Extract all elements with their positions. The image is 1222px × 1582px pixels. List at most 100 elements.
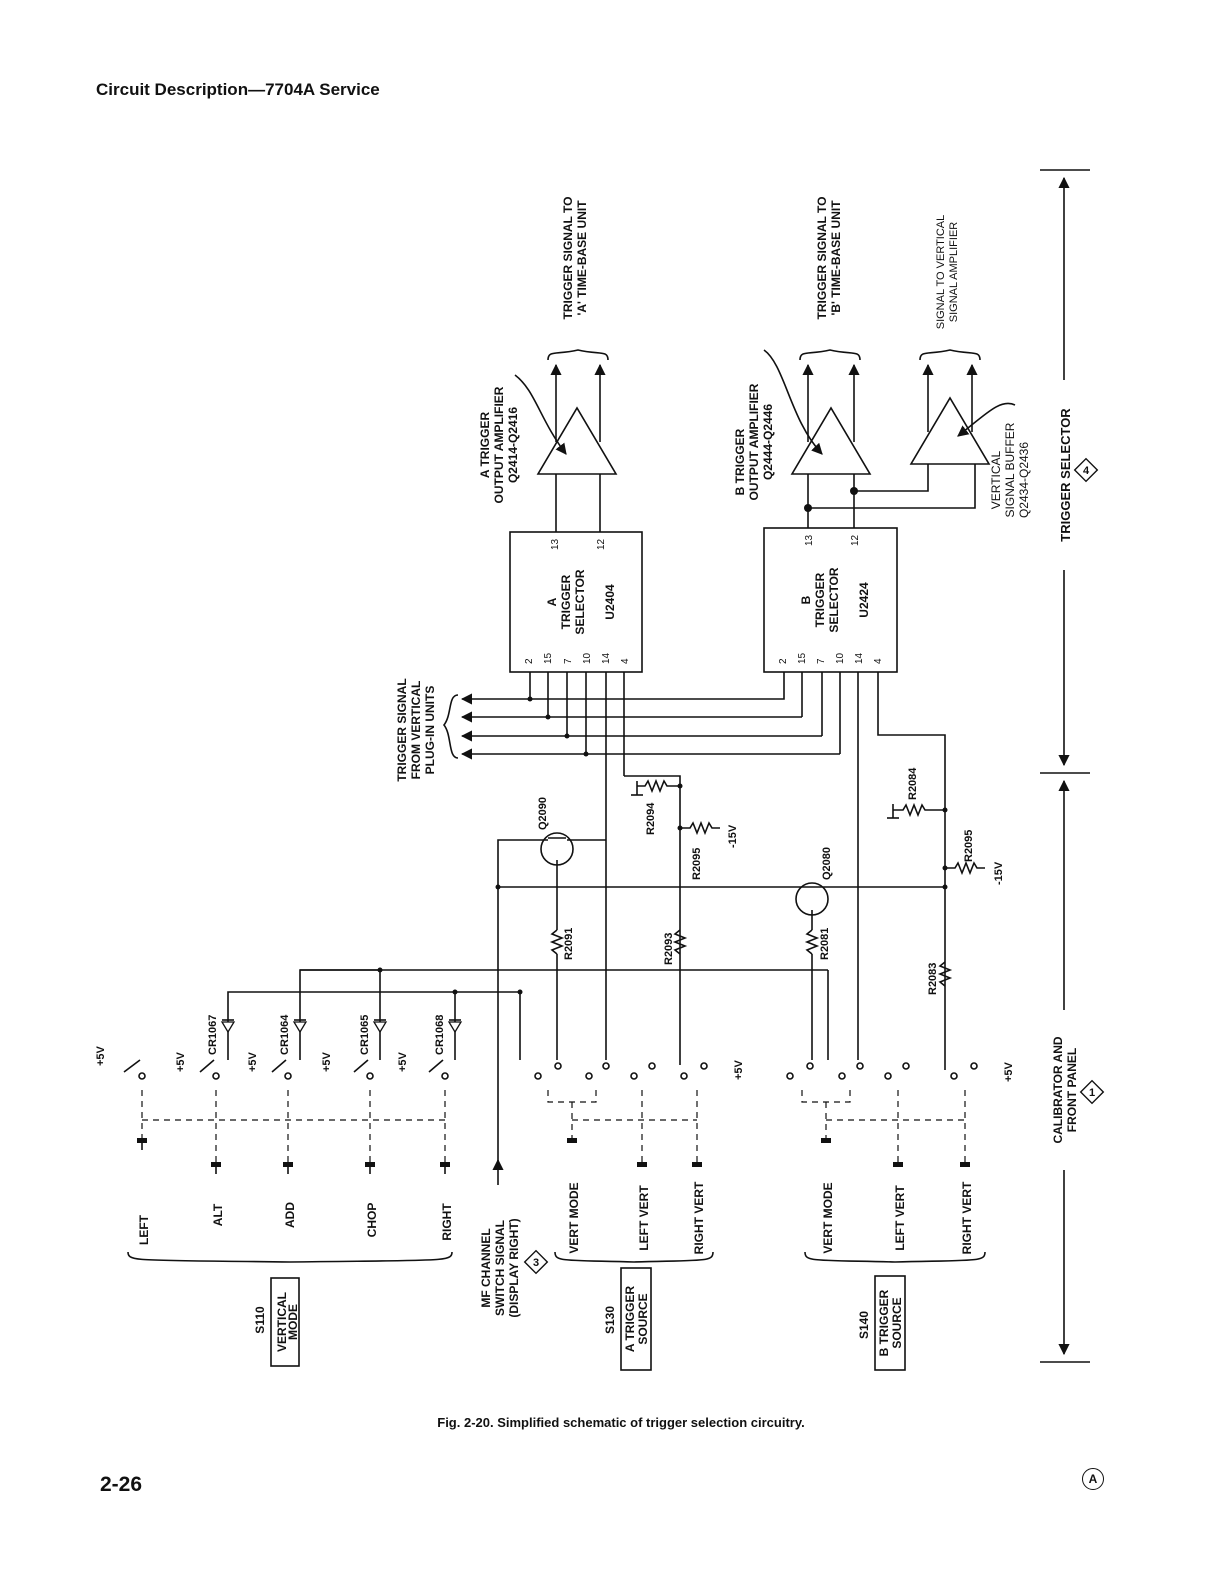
b-selector-line-1: B — [799, 595, 813, 604]
r2095b-label: R2095 — [963, 830, 975, 862]
v-out-label-1: SIGNAL TO VERTICAL — [935, 215, 947, 330]
b-output-brace — [799, 349, 861, 361]
svg-text:1: 1 — [1089, 1087, 1095, 1099]
a-out-label-1: TRIGGER SIGNAL TO — [561, 197, 575, 320]
s130-brace — [554, 1251, 714, 1263]
s110-right: RIGHT — [440, 1203, 454, 1241]
p5v-label-5: +5V — [397, 1051, 409, 1072]
cr1065-label: CR1065 — [359, 1015, 371, 1055]
v-buf-label-2: SIGNAL BUFFER — [1003, 422, 1017, 517]
svg-text:3: 3 — [533, 1257, 539, 1269]
a-trigger-selector-block — [509, 531, 643, 673]
section-1-marker: 1 — [1079, 1079, 1105, 1105]
a-pin-7: 7 — [563, 658, 574, 664]
section-4-marker: 4 — [1073, 457, 1099, 483]
b-trigger-selector-block — [763, 527, 898, 673]
b-amp-label-3: Q2444-Q2446 — [761, 404, 775, 480]
r2095a-label: R2095 — [691, 848, 703, 880]
s110-name-2: MODE — [286, 1304, 300, 1340]
v-out-label-2: SIGNAL AMPLIFIER — [948, 222, 960, 323]
s110-id: S110 — [253, 1306, 267, 1334]
v-buf-label-1: VERTICAL — [989, 450, 1003, 509]
a-selector-line-1: A — [545, 597, 559, 606]
a-selector-line-4: U2404 — [603, 584, 617, 620]
neg15a-label: -15V — [727, 824, 739, 848]
s140-name-2: SOURCE — [890, 1297, 904, 1348]
diode-bus — [220, 967, 829, 1060]
a-selector-line-3: SELECTOR — [573, 569, 587, 634]
s130-name-2: SOURCE — [636, 1293, 650, 1344]
b-pin-15: 15 — [797, 652, 808, 664]
r2083-label: R2083 — [927, 963, 939, 995]
p5v-label-6: +5V — [733, 1059, 745, 1080]
s140-left-vert: LEFT VERT — [893, 1185, 907, 1251]
section-bracket — [1040, 169, 1090, 1363]
b-pin-14: 14 — [854, 652, 865, 664]
neg15b-label: -15V — [993, 861, 1005, 885]
vertical-signal-buffer — [808, 363, 1016, 509]
b-pin-13: 13 — [804, 534, 815, 546]
a-pin-14: 14 — [601, 652, 612, 664]
v-buf-label-3: Q2434-Q2436 — [1017, 442, 1031, 518]
s110-alt: ALT — [211, 1203, 225, 1226]
a-out-label-2: 'A' TIME-BASE UNIT — [575, 200, 589, 316]
page-number: 2-26 — [100, 1473, 143, 1496]
b-amp-label-1: B TRIGGER — [733, 428, 747, 495]
mf-label-1: MF CHANNEL — [479, 1228, 493, 1307]
a-amp-label-3: Q2414-Q2416 — [506, 407, 520, 483]
s140-right-vert: RIGHT VERT — [960, 1181, 974, 1254]
r2093-label: R2093 — [663, 933, 675, 965]
s130-switch-contacts — [534, 1062, 708, 1167]
p5v-label-3: +5V — [247, 1051, 259, 1072]
a-amp-label-2: OUTPUT AMPLIFIER — [492, 386, 506, 503]
r2084-label: R2084 — [907, 767, 919, 800]
input-label-3: PLUG-IN UNITS — [423, 686, 437, 775]
s110-name-1: VERTICAL — [275, 1292, 289, 1352]
q2090-label: Q2090 — [537, 797, 549, 830]
b-out-label-1: TRIGGER SIGNAL TO — [815, 197, 829, 320]
svg-text:4: 4 — [1083, 465, 1090, 477]
v-output-brace — [919, 349, 981, 361]
s130-vert-mode: VERT MODE — [567, 1182, 581, 1253]
s140-vert-mode: VERT MODE — [821, 1182, 835, 1253]
s140-id: S140 — [857, 1311, 871, 1339]
figure-caption: Fig. 2-20. Simplified schematic of trigg… — [437, 1415, 805, 1430]
a-pin-15: 15 — [543, 652, 554, 664]
a-pin-4: 4 — [620, 658, 631, 664]
b-output-amplifier — [763, 349, 872, 528]
trigger-selector-label: TRIGGER SELECTOR — [1058, 408, 1073, 542]
s140-name-box — [874, 1275, 906, 1371]
a-pin-10: 10 — [582, 652, 593, 664]
b-amp-label-2: OUTPUT AMPLIFIER — [747, 383, 761, 500]
q2080-label: Q2080 — [821, 847, 833, 880]
a-pin-12: 12 — [596, 538, 607, 550]
input-label-1: TRIGGER SIGNAL — [395, 678, 409, 781]
s110-switch-contacts — [123, 1059, 450, 1174]
a-amp-label-1: A TRIGGER — [478, 412, 492, 479]
calibrator-label-1: CALIBRATOR AND — [1051, 1036, 1065, 1143]
s140-switch-contacts — [786, 1062, 978, 1167]
s110-add: ADD — [283, 1202, 297, 1228]
cr1067-label: CR1067 — [207, 1015, 219, 1055]
mf-label-3: (DISPLAY RIGHT) — [507, 1218, 521, 1317]
b-pin-7: 7 — [816, 658, 827, 664]
q2080-transistor — [495, 882, 948, 1060]
s140-brace — [804, 1251, 986, 1263]
a-output-brace — [547, 349, 609, 361]
b-out-label-2: 'B' TIME-BASE UNIT — [829, 200, 843, 316]
b-pin-10: 10 — [835, 652, 846, 664]
a-selector-line-2: TRIGGER — [559, 574, 573, 629]
b-selector-line-3: SELECTOR — [827, 567, 841, 632]
input-label-2: FROM VERTICAL — [409, 681, 423, 780]
s130-name-1: A TRIGGER — [623, 1286, 637, 1353]
s130-name-box — [620, 1267, 652, 1371]
calibrator-label-2: FRONT PANEL — [1065, 1048, 1079, 1132]
s130-right-vert: RIGHT VERT — [692, 1181, 706, 1254]
s110-brace — [127, 1251, 453, 1263]
b-pin-2: 2 — [778, 658, 789, 664]
q2090-transistor — [497, 832, 606, 1170]
a-pin-13: 13 — [550, 538, 561, 550]
b-selector-line-2: TRIGGER — [813, 572, 827, 627]
s140-name-1: B TRIGGER — [877, 1289, 891, 1356]
